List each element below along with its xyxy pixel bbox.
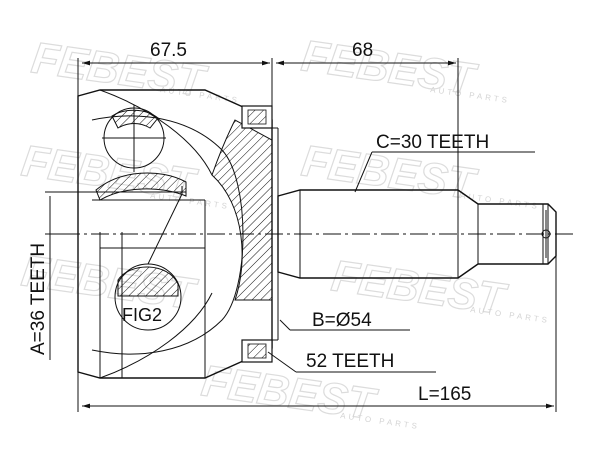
outer-spline-callout: C=30 TEETH bbox=[354, 132, 535, 193]
ball-cage bbox=[95, 105, 187, 201]
watermark-layer: FEBEST FEBEST FEBEST FEBEST FEBEST FEBES… bbox=[18, 31, 551, 431]
watermark-tagline: AUTO PARTS bbox=[460, 191, 541, 211]
dimension-length-left: 67.5 bbox=[77, 40, 273, 106]
abs-ring bbox=[241, 105, 279, 363]
dimension-length-right: 68 bbox=[271, 40, 459, 190]
length-right-label: 68 bbox=[352, 40, 373, 61]
inner-spline-label: A=36 TEETH bbox=[28, 243, 49, 355]
watermark-tagline: AUTO PARTS bbox=[340, 411, 421, 431]
dimension-total-length: L=165 bbox=[77, 256, 557, 412]
seat-diameter-callout: B=Ø54 bbox=[279, 310, 410, 331]
inner-spline-callout: A=36 TEETH bbox=[28, 191, 186, 360]
seat-diameter-label: B=Ø54 bbox=[312, 310, 372, 331]
abs-ring-label: 52 TEETH bbox=[306, 351, 394, 372]
total-length-label: L=165 bbox=[418, 384, 471, 405]
abs-ring-callout: 52 TEETH bbox=[267, 351, 436, 373]
fig2-detail: FIG2 bbox=[114, 186, 183, 331]
outer-spline-label: C=30 TEETH bbox=[376, 132, 489, 153]
figure-ref-label: FIG2 bbox=[122, 305, 162, 325]
length-left-label: 67.5 bbox=[150, 40, 187, 61]
watermark-tagline: AUTO PARTS bbox=[470, 305, 551, 325]
